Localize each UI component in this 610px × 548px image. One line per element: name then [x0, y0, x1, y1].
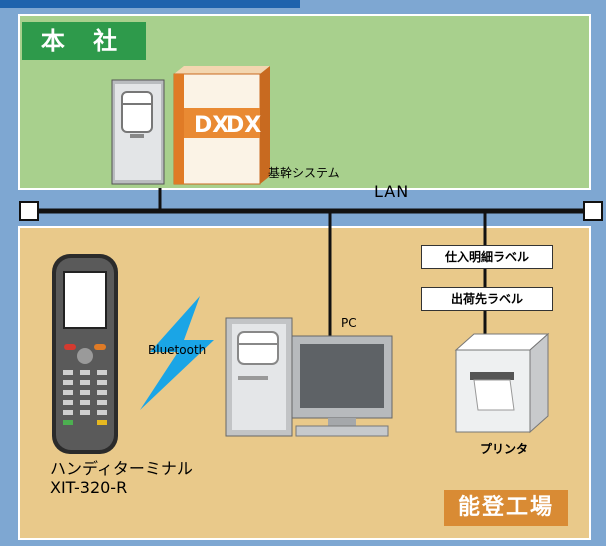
pc-tower-icon	[225, 317, 293, 437]
printer-icon	[454, 332, 550, 434]
lan-label: LAN	[374, 182, 410, 201]
handheld-model-label: XIT-320-R	[50, 478, 128, 497]
shipping-destination-label: 出荷先ラベル	[421, 287, 553, 311]
svg-text:DX: DX	[226, 113, 261, 138]
core-system-label: 基幹システム	[268, 166, 340, 180]
bluetooth-bolt-icon	[140, 296, 214, 410]
software-box-icon: DX DX	[173, 66, 270, 185]
handheld-terminal-icon	[52, 254, 118, 454]
lan-right-terminal	[583, 201, 603, 221]
pc-label: PC	[341, 316, 357, 330]
printer-label: プリンタ	[480, 442, 529, 456]
handheld-name-label: ハンディターミナル	[50, 459, 193, 478]
headquarters-label: 本 社	[22, 22, 146, 60]
lan-left-terminal	[19, 201, 39, 221]
server-icon	[111, 79, 165, 185]
bluetooth-label: Bluetooth	[148, 343, 207, 357]
monitor-icon	[291, 335, 393, 437]
purchase-detail-label: 仕入明細ラベル	[421, 245, 553, 269]
factory-label: 能登工場	[444, 490, 568, 526]
header-strip	[0, 0, 300, 8]
svg-text:DX: DX	[194, 113, 229, 138]
